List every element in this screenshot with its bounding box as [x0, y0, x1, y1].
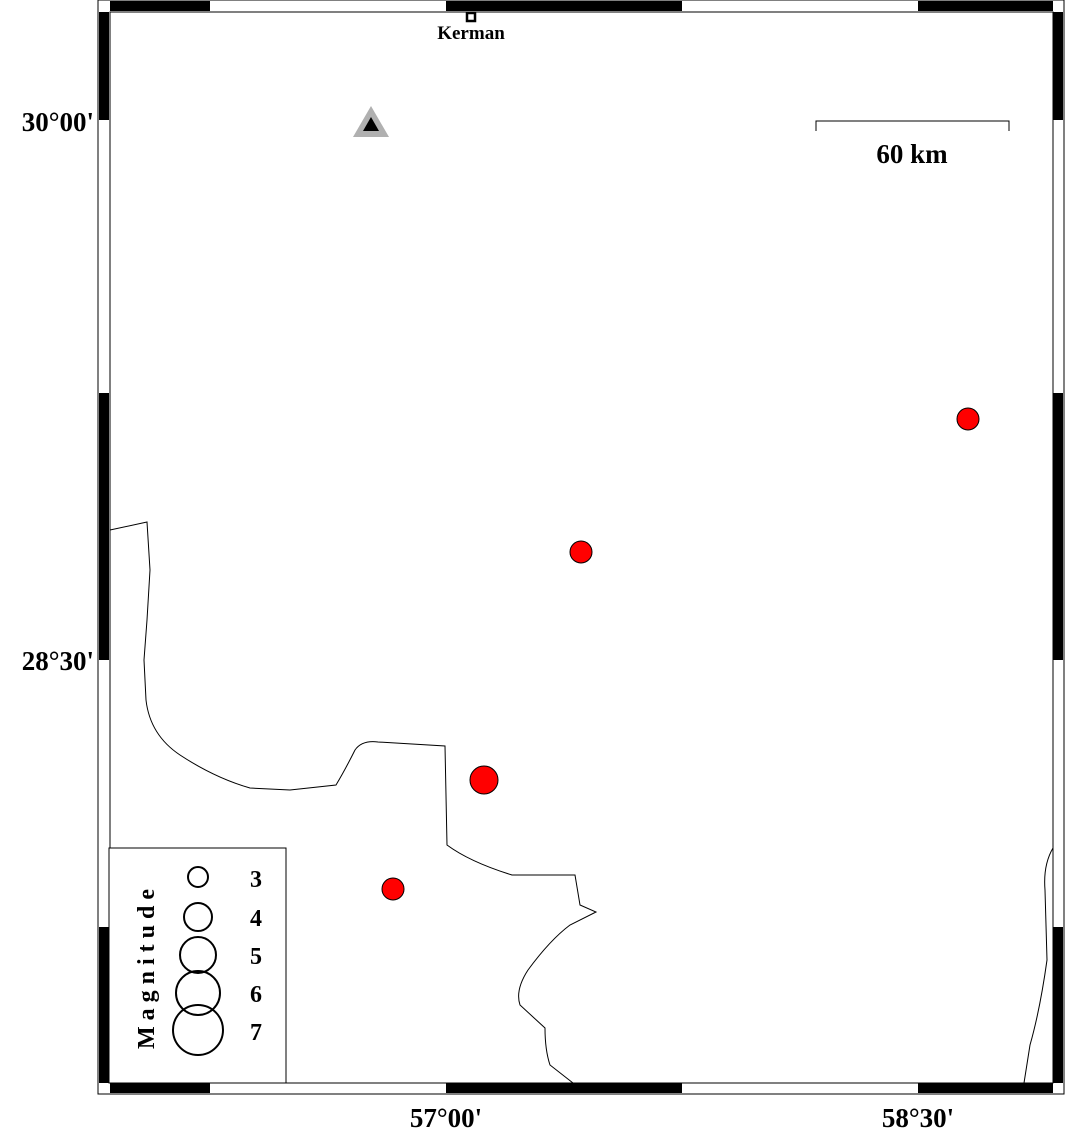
frame-ticks-left	[99, 12, 109, 1083]
legend-label: 5	[250, 944, 262, 970]
earthquake-event[interactable]	[469, 765, 499, 795]
legend-label: 6	[250, 982, 262, 1008]
legend-label: 3	[250, 867, 262, 893]
legend-circle-5	[179, 936, 217, 974]
scale-bar	[815, 120, 1010, 131]
legend-circle-7	[172, 1004, 224, 1056]
city-label: Kerman	[437, 23, 505, 44]
lat-label: 30°00'	[22, 107, 94, 137]
frame-ticks-bottom	[110, 1083, 1053, 1093]
station-inner-triangle-icon	[363, 117, 379, 131]
boundary-line	[109, 521, 598, 1084]
lon-label: 57°00'	[410, 1103, 482, 1133]
lon-label: 58°30'	[882, 1103, 954, 1133]
legend-title: Magnitude	[134, 883, 160, 1049]
legend-label: 4	[250, 906, 262, 932]
legend-circle-3	[187, 866, 209, 888]
legend-circle-4	[183, 902, 213, 932]
earthquake-event[interactable]	[569, 540, 593, 564]
earthquake-event[interactable]	[381, 877, 405, 901]
frame-ticks-top	[110, 1, 1053, 11]
boundary-line-east	[1023, 847, 1054, 1084]
legend-label: 7	[250, 1020, 262, 1046]
legend-circle-6	[175, 970, 221, 1016]
earthquake-event[interactable]	[956, 407, 980, 431]
lat-label: 28°30'	[22, 646, 94, 676]
magnitude-legend: Magnitude 3 4 5 6 7	[108, 847, 287, 1084]
map-frame-inner	[109, 11, 1054, 1084]
scale-bar-label: 60 km	[876, 139, 948, 169]
frame-ticks-right	[1053, 12, 1063, 1083]
city-marker	[465, 11, 477, 23]
